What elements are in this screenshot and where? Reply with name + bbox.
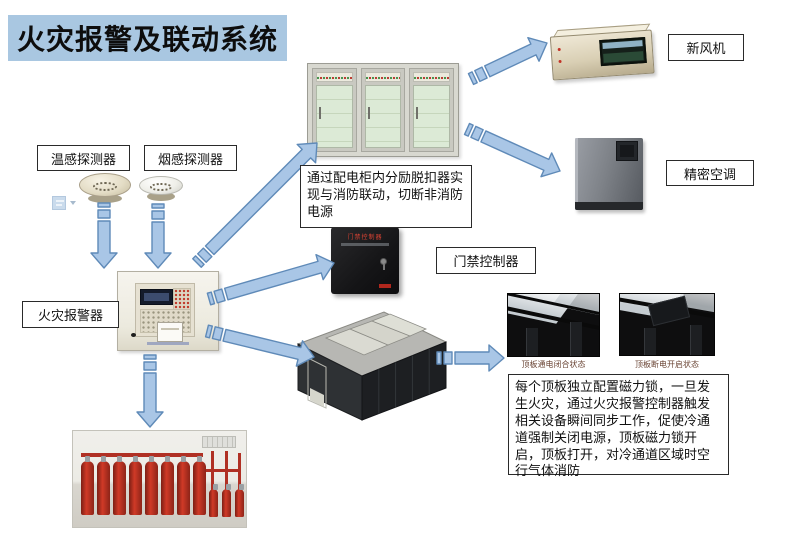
panel-led-grid [173, 288, 191, 314]
detector-base [146, 192, 176, 201]
arrow-cabinet-to-freshair [467, 36, 548, 86]
ac-vent [615, 140, 638, 162]
cabinet-bay [312, 68, 357, 152]
frame-post [238, 453, 241, 491]
note-magnetic-lock: 每个顶板独立配置磁力锁，一旦发生火灾，通过火灾报警控制器触发相关设备瞬间同步工作… [508, 374, 729, 478]
roof-pane [370, 313, 428, 337]
gas-cylinder [161, 456, 174, 515]
gas-cylinder [129, 456, 142, 515]
aisle-side [361, 341, 447, 421]
label-smoke-detector: 烟感探测器 [144, 145, 237, 171]
panel-display [140, 289, 173, 305]
gas-cylinder [177, 456, 190, 515]
precision-ac-image [575, 138, 643, 210]
cabinet-bay [360, 68, 406, 152]
gas-cylinders-image [72, 430, 247, 528]
cabinet-bay [409, 68, 455, 152]
gas-cylinder [145, 456, 158, 515]
cabinet-indicators [364, 72, 402, 82]
gas-cylinder-small [222, 484, 231, 517]
arrow-cabinet-to-ac [463, 122, 561, 178]
label-fire-alarm-panel: 火灾报警器 [22, 301, 119, 328]
panel-printer [157, 322, 183, 342]
fresh-air-unit-image [549, 23, 655, 81]
manifold-pipe [81, 453, 203, 457]
clipboard-icon [52, 196, 66, 210]
aisle-door [307, 357, 327, 409]
caption-panel-closed: 顶板通电闭合状态 [521, 360, 586, 369]
rack-column [644, 327, 656, 355]
keyhole-icon [380, 257, 387, 270]
distribution-cabinet-image [307, 63, 459, 157]
cabinet-door [364, 85, 402, 148]
door-controller-image: 门禁控制器 [331, 227, 399, 294]
cold-aisle-image [296, 311, 448, 421]
frame-post [225, 451, 228, 491]
cabinet-door [413, 85, 451, 148]
gas-cylinder [81, 456, 94, 515]
paste-options-icon [52, 196, 76, 210]
rack-column [526, 328, 538, 356]
note-power-linkage: 通过配电柜内分励脱扣器实现与消防联动，切断非消防电源 [300, 165, 472, 228]
aisle-door-panel [310, 388, 324, 407]
fire-alarm-panel-image [117, 271, 219, 351]
cabinet-indicators [413, 72, 451, 82]
panel-logo [147, 342, 189, 345]
arrow-panel-to-door [206, 253, 335, 306]
gas-cylinder-small [235, 484, 244, 517]
label-door-controller: 门禁控制器 [436, 247, 536, 274]
frame-post [211, 451, 214, 491]
arrow-smoke-to-panel [144, 203, 172, 269]
page-title: 火灾报警及联动系统 [8, 15, 288, 61]
gas-cylinder [97, 456, 110, 515]
device-logo [379, 284, 391, 288]
ac-base [575, 202, 643, 210]
rack-column [570, 321, 582, 356]
label-precision-ac: 精密空调 [666, 160, 754, 186]
ceiling-vent [202, 436, 236, 448]
gas-cylinder [113, 456, 126, 515]
manifold-pipe [205, 469, 241, 472]
arrow-temp-to-panel [90, 202, 118, 269]
label-temp-detector: 温感探测器 [37, 145, 130, 171]
detector-base [88, 194, 122, 203]
ac-edge-highlight [575, 138, 578, 210]
device-subtitle-line [341, 243, 389, 246]
panel-face [135, 283, 195, 342]
temp-detector-image [79, 171, 131, 203]
cabinet-indicators [316, 72, 353, 82]
unit-opening [599, 36, 647, 67]
cabinet-door [316, 85, 353, 148]
detector-vents [150, 183, 172, 192]
rack-column [690, 324, 702, 355]
label-fresh-air-unit: 新风机 [668, 34, 744, 61]
arrow-panel-to-cylinders [136, 354, 164, 428]
device-title-text: 门禁控制器 [347, 235, 383, 241]
chevron-down-icon [70, 201, 76, 205]
detector-vents [92, 181, 118, 192]
smoke-detector-image [139, 174, 183, 201]
gas-cylinder [193, 456, 206, 515]
gas-cylinder-small [209, 484, 218, 517]
caption-panel-open: 顶板断电开启状态 [635, 360, 699, 369]
panel-lock [131, 333, 136, 337]
panel-closed-photo [507, 293, 600, 357]
panel-open-photo [619, 293, 715, 356]
